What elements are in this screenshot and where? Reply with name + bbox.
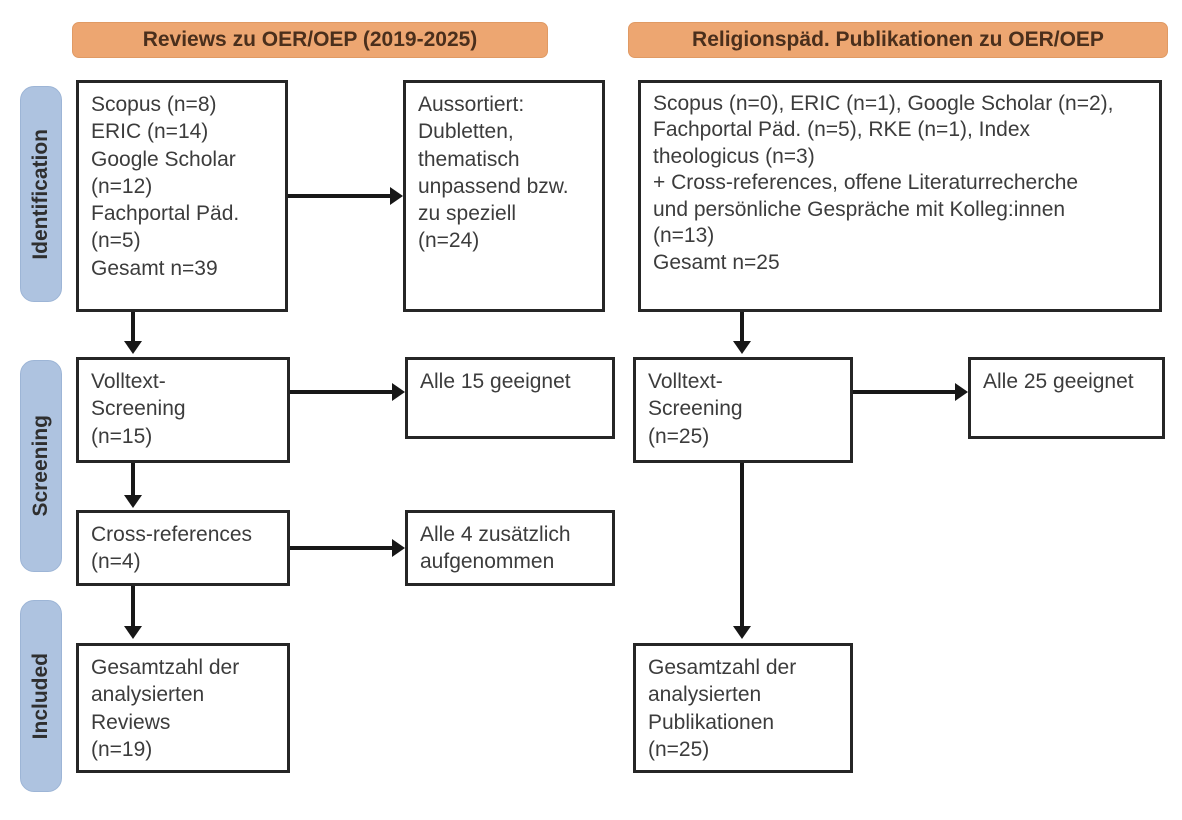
arrowhead-right-sources-to-fulltext	[733, 341, 751, 354]
connector-right-sources-to-fulltext	[740, 312, 744, 343]
connector-left-sources-to-excluded	[288, 194, 392, 198]
stage-label-identification: Identification	[20, 86, 62, 302]
box-left-identification-sources: Scopus (n=8) ERIC (n=14) Google Scholar …	[76, 80, 288, 312]
box-left-fulltext-screening: Volltext- Screening (n=15)	[76, 357, 290, 463]
box-right-included-total: Gesamtzahl der analysierten Publikatione…	[633, 643, 853, 773]
stage-label-identification-text: Identification	[29, 128, 52, 260]
box-left-excluded: Aussortiert: Dubletten, thematisch unpas…	[403, 80, 605, 312]
column-header-reviews: Reviews zu OER/OEP (2019-2025)	[72, 22, 548, 58]
stage-label-screening: Screening	[20, 360, 62, 572]
box-left-included-total: Gesamtzahl der analysierten Reviews (n=1…	[76, 643, 290, 773]
box-right-identification-sources: Scopus (n=0), ERIC (n=1), Google Scholar…	[638, 80, 1162, 312]
arrowhead-left-sources-to-fulltext	[124, 341, 142, 354]
arrowhead-left-sources-to-excluded	[390, 187, 403, 205]
connector-right-fulltext-to-included	[740, 463, 744, 628]
box-left-cross-references-result: Alle 4 zusätzlich aufgenommen	[405, 510, 615, 586]
arrowhead-right-fulltext-to-included	[733, 626, 751, 639]
arrowhead-left-crossrefs-to-included	[124, 626, 142, 639]
arrowhead-left-fulltext-to-result	[392, 383, 405, 401]
arrowhead-left-crossrefs-to-result	[392, 539, 405, 557]
arrowhead-left-fulltext-to-crossrefs	[124, 495, 142, 508]
connector-right-fulltext-to-result	[853, 390, 957, 394]
box-left-cross-references: Cross-references (n=4)	[76, 510, 290, 586]
arrowhead-right-fulltext-to-result	[955, 383, 968, 401]
box-right-fulltext-screening: Volltext- Screening (n=25)	[633, 357, 853, 463]
stage-label-included: Included	[20, 600, 62, 792]
stage-label-screening-text: Screening	[29, 415, 52, 517]
connector-left-crossrefs-to-included	[131, 586, 135, 628]
box-right-fulltext-result: Alle 25 geeignet	[968, 357, 1165, 439]
column-header-religionspaed: Religionspäd. Publikationen zu OER/OEP	[628, 22, 1168, 58]
stage-label-included-text: Included	[29, 652, 52, 740]
connector-left-sources-to-fulltext	[131, 312, 135, 343]
connector-left-crossrefs-to-result	[290, 546, 394, 550]
connector-left-fulltext-to-result	[290, 390, 394, 394]
box-left-fulltext-result: Alle 15 geeignet	[405, 357, 615, 439]
connector-left-fulltext-to-crossrefs	[131, 463, 135, 497]
